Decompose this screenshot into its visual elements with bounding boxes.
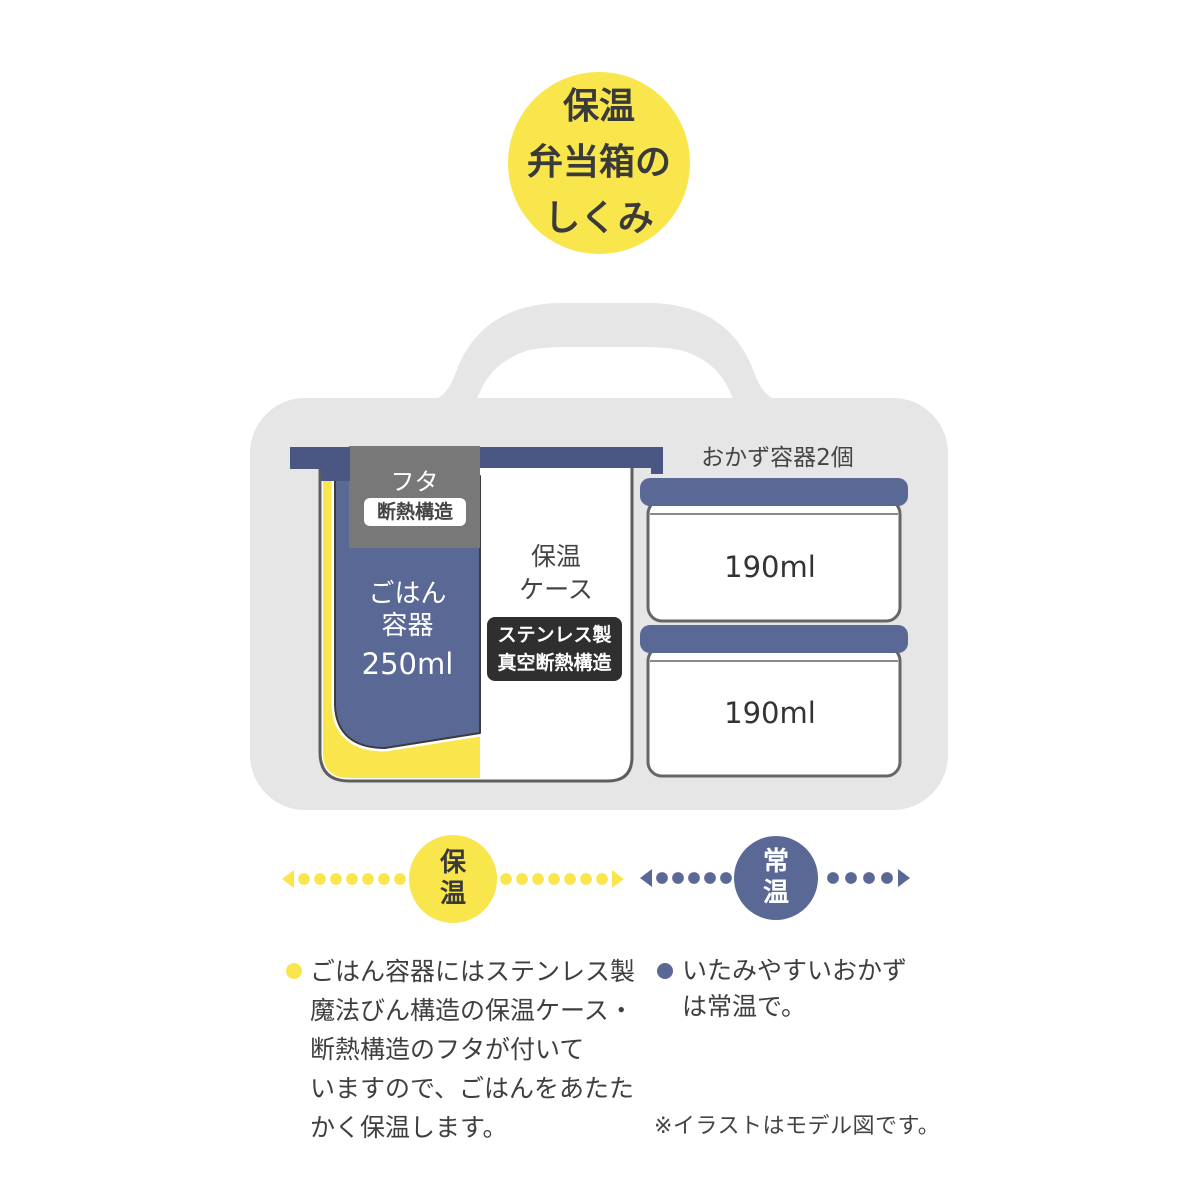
bag-handle-opening: [476, 347, 734, 402]
room-temp-bullet-icon: [657, 963, 673, 979]
case-badge-line: 真空断熱構造: [497, 652, 612, 674]
side-container-bottom: [640, 625, 908, 778]
room-temp-description: いたみやすいおかず は常温で。: [682, 953, 907, 1025]
thermal-case-outline: [318, 466, 634, 783]
rice-label-line: ごはん: [368, 579, 447, 609]
room-temp-arrow-left-icon: [640, 869, 652, 887]
warm-bullet-icon: [286, 963, 302, 979]
lid-right: [480, 447, 663, 474]
warm-description: ごはん容器にはステンレス製 魔法びん構造の保温ケース・ 断熱構造のフタが付いて …: [310, 952, 635, 1147]
warm-description-line: かく保温します。: [310, 1113, 508, 1142]
title-line: しくみ: [544, 198, 654, 239]
warm-description-line: 魔法びん構造の保温ケース・: [310, 996, 634, 1025]
title-line: 弁当箱の: [526, 142, 671, 183]
side-containers-label: おかず容器2個: [701, 445, 854, 471]
side-container-lid: [640, 625, 908, 653]
title-line: 保温: [562, 86, 635, 127]
room-temp-dots-left: [654, 871, 734, 885]
warm-zone-label: 保温: [440, 848, 467, 909]
rice-container-label: ごはん 容器 250ml: [335, 578, 480, 686]
case-label-line: 保温: [530, 542, 581, 571]
warm-zone-badge: 保温: [409, 835, 497, 923]
thermal-jar: [290, 446, 663, 783]
room-temp-description-line: いたみやすいおかず: [682, 956, 908, 985]
thermal-case-badge: ステンレス製 真空断熱構造: [487, 617, 622, 681]
rice-capacity: 250ml: [361, 647, 454, 681]
warm-description-line: ごはん容器にはステンレス製: [310, 957, 636, 986]
rice-label-line: 容器: [381, 611, 434, 641]
case-label-line: ケース: [519, 575, 593, 604]
room-temp-description-line: は常温で。: [682, 992, 807, 1021]
insulated-lid: [349, 446, 480, 548]
thermal-case-label: 保温 ケース: [482, 540, 630, 606]
side-container-capacity: 190ml: [724, 696, 816, 730]
warm-description-line: 断熱構造のフタが付いて: [310, 1035, 585, 1064]
room-temp-dots-right: [824, 871, 896, 885]
lid-label: フタ: [390, 468, 439, 496]
warm-arrow-right-icon: [612, 870, 624, 888]
illustration-note: ※イラストはモデル図です。: [654, 1114, 941, 1139]
lid-badge: 断熱構造: [364, 498, 466, 526]
warm-dots-right: [498, 872, 610, 886]
side-container-lid: [640, 478, 908, 506]
case-badge-line: ステンレス製: [497, 624, 612, 646]
side-container-top: [640, 478, 908, 623]
lid-left: [290, 447, 350, 481]
room-temp-arrow-right-icon: [898, 869, 910, 887]
warm-description-line: いますので、ごはんをあたた: [310, 1074, 635, 1103]
warm-arrow-left-icon: [282, 870, 294, 888]
warm-dots-left: [296, 872, 408, 886]
title-badge: 保温 弁当箱の しくみ: [508, 72, 690, 254]
side-container-capacity: 190ml: [724, 550, 816, 584]
room-temp-zone-label: 常温: [763, 847, 790, 908]
room-temp-zone-badge: 常温: [734, 836, 818, 920]
